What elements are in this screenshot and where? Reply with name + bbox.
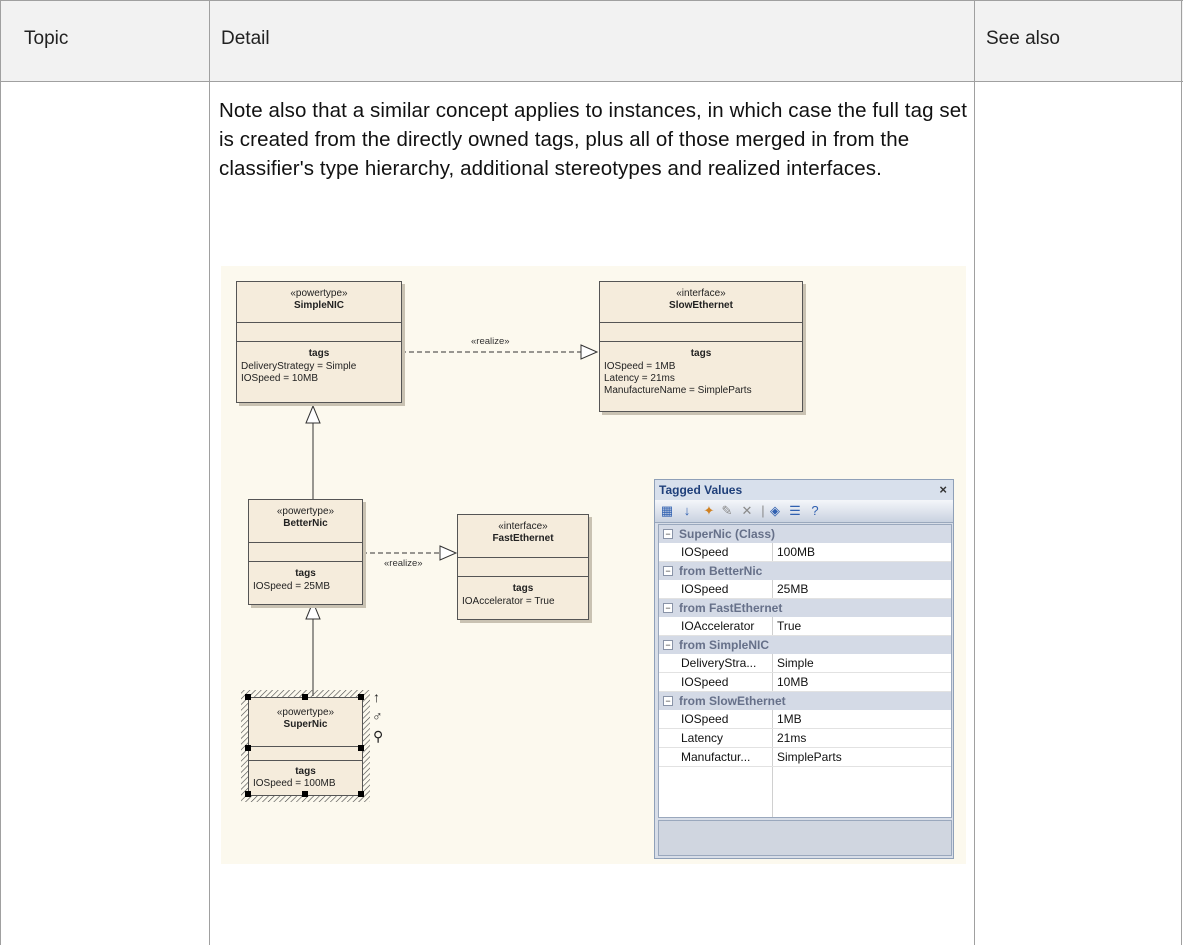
class-name: SlowEthernet bbox=[669, 300, 733, 311]
empty-row[interactable] bbox=[659, 767, 951, 817]
selection-handle[interactable] bbox=[358, 791, 364, 797]
group-header[interactable]: −from SlowEthernet bbox=[659, 692, 951, 710]
selection-handle[interactable] bbox=[358, 694, 364, 700]
detail-paragraph: Note also that a similar concept applies… bbox=[219, 99, 968, 180]
table-header-divider bbox=[0, 81, 1183, 82]
selection-handle[interactable] bbox=[302, 694, 308, 700]
stereotype: «powertype» bbox=[290, 288, 348, 299]
header-topic: Topic bbox=[24, 28, 69, 49]
stereotype: «interface» bbox=[498, 521, 548, 532]
tags-label: tags bbox=[690, 348, 712, 359]
selection-handle[interactable] bbox=[358, 745, 364, 751]
group-header[interactable]: −from SimpleNIC bbox=[659, 636, 951, 654]
generalization-arrowhead-1 bbox=[305, 404, 321, 424]
uml-diagram: «powertype» SimpleNIC tags DeliveryStrat… bbox=[221, 266, 966, 864]
tag-value: IOSpeed = 100MB bbox=[253, 778, 336, 789]
class-simplenic[interactable]: «powertype» SimpleNIC tags DeliveryStrat… bbox=[236, 281, 402, 403]
realize-label: «realize» bbox=[384, 558, 423, 569]
header-detail: Detail bbox=[221, 28, 270, 49]
tag-value: ManufactureName = SimpleParts bbox=[604, 385, 752, 396]
tag-value: IOSpeed = 25MB bbox=[253, 581, 330, 592]
header-see-also: See also bbox=[986, 28, 1060, 49]
stereotype: «powertype» bbox=[276, 506, 335, 517]
class-name: SimpleNIC bbox=[293, 300, 344, 311]
group-header[interactable]: −from FastEthernet bbox=[659, 599, 951, 617]
selection-handle[interactable] bbox=[245, 791, 251, 797]
class-betternic[interactable]: «powertype» BetterNic tags IOSpeed = 25M… bbox=[248, 499, 363, 605]
tags-label: tags bbox=[295, 766, 316, 777]
new-tag-icon[interactable]: ✦ bbox=[703, 503, 715, 518]
sort-az-icon[interactable]: ↓ bbox=[683, 503, 691, 518]
column-divider-1 bbox=[209, 0, 210, 945]
generalization-arrowhead-2 bbox=[305, 600, 321, 620]
edit-icon[interactable]: ✎ bbox=[721, 503, 733, 518]
table-right-border bbox=[1181, 0, 1182, 945]
quick-link-arrow-icon[interactable]: ↑ bbox=[373, 689, 380, 705]
selection-handle[interactable] bbox=[302, 791, 308, 797]
tag-icon[interactable]: ◈ bbox=[770, 503, 780, 518]
tagged-values-titlebar: Tagged Values × bbox=[655, 480, 953, 500]
help-icon[interactable]: ? bbox=[811, 503, 819, 518]
table-left-border bbox=[0, 0, 1, 945]
separator-icon: | bbox=[761, 503, 765, 518]
realize-arrowhead-2 bbox=[439, 545, 458, 561]
tag-value: DeliveryStrategy = Simple bbox=[241, 361, 357, 372]
categorized-icon[interactable]: ▦ bbox=[660, 503, 674, 518]
tagged-values-title: Tagged Values bbox=[659, 483, 743, 497]
tree-icon[interactable]: ☰ bbox=[789, 503, 801, 518]
tag-value: IOAccelerator = True bbox=[462, 596, 555, 607]
table-top-border bbox=[0, 0, 1183, 1]
selection-handle[interactable] bbox=[245, 694, 251, 700]
tagged-values-notes-pane bbox=[658, 820, 952, 856]
delete-icon[interactable]: ✕ bbox=[741, 503, 753, 518]
class-fastethernet[interactable]: «interface» FastEthernet tags IOAccelera… bbox=[457, 514, 589, 620]
class-name: FastEthernet bbox=[492, 533, 554, 544]
tag-value: IOSpeed = 1MB bbox=[604, 361, 676, 372]
class-name: BetterNic bbox=[283, 518, 328, 529]
tagged-values-window: Tagged Values × ▦ ↓ ✦ ✎ ✕ | ◈ ☰ ? −Super… bbox=[654, 479, 954, 859]
tag-value: Latency = 21ms bbox=[604, 373, 675, 384]
group-header[interactable]: −SuperNic (Class) bbox=[659, 525, 951, 543]
tag-value: IOSpeed = 10MB bbox=[241, 373, 318, 384]
table-header-row bbox=[0, 0, 1183, 82]
class-supernic[interactable]: «powertype» SuperNic tags IOSpeed = 100M… bbox=[248, 697, 363, 796]
realize-arrowhead-1 bbox=[580, 344, 599, 360]
stereotype: «interface» bbox=[676, 288, 726, 299]
tags-label: tags bbox=[295, 568, 316, 579]
class-name: SuperNic bbox=[283, 719, 328, 730]
tag-row[interactable]: DeliveryStra...Simple bbox=[659, 654, 951, 673]
close-icon[interactable]: × bbox=[939, 482, 947, 497]
tags-label: tags bbox=[512, 583, 534, 594]
quick-link-connector-icon[interactable]: ♂ bbox=[372, 708, 383, 724]
stereotype: «powertype» bbox=[276, 707, 335, 718]
column-divider-2 bbox=[974, 0, 975, 945]
class-slowethernet[interactable]: «interface» SlowEthernet tags IOSpeed = … bbox=[599, 281, 803, 412]
selection-handle[interactable] bbox=[245, 745, 251, 751]
tag-row[interactable]: Manufactur...SimpleParts bbox=[659, 748, 951, 767]
tags-label: tags bbox=[308, 348, 330, 359]
group-header[interactable]: −from BetterNic bbox=[659, 562, 951, 580]
zoom-icon[interactable]: ⚲ bbox=[373, 728, 384, 744]
realize-label: «realize» bbox=[471, 336, 510, 347]
tagged-values-toolbar: ▦ ↓ ✦ ✎ ✕ | ◈ ☰ ? bbox=[655, 500, 953, 523]
